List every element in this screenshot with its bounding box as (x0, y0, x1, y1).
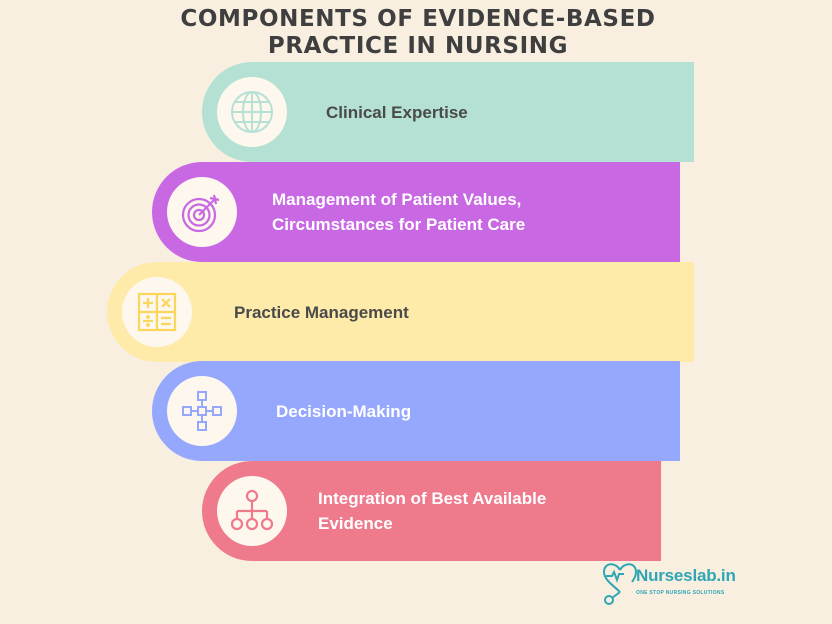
title-line-2: PRACTICE IN NURSING (267, 33, 569, 59)
icon-circle (217, 476, 287, 546)
stethoscope-heart-icon (602, 563, 638, 605)
hierarchy-icon (230, 489, 274, 531)
component-label: Clinical Expertise (326, 102, 468, 122)
component-label: Decision-Making (276, 401, 412, 421)
icon-circle (167, 376, 237, 446)
label-line-1: Management of Patient Values, (272, 190, 522, 209)
component-practice-management: Practice Management (107, 262, 694, 362)
component-patient-values: Management of Patient Values, Circumstan… (152, 162, 680, 262)
target-icon (181, 194, 220, 233)
label-line-2: Evidence (318, 514, 393, 533)
label-line-2: Circumstances for Patient Care (272, 215, 526, 234)
icon-circle (167, 177, 237, 247)
globe-icon (231, 91, 273, 133)
icon-circle (217, 77, 287, 147)
component-clinical-expertise: Clinical Expertise (202, 62, 694, 162)
label-line-1: Integration of Best Available (318, 489, 547, 508)
component-best-evidence: Integration of Best Available Evidence (202, 461, 661, 561)
icon-circle (122, 277, 192, 347)
component-label: Integration of Best Available Evidence (318, 461, 546, 561)
component-decision-making: Decision-Making (152, 361, 680, 461)
logo-name: Nurseslab.in (636, 566, 736, 585)
component-label: Management of Patient Values, Circumstan… (272, 162, 525, 262)
calculator-icon (137, 292, 177, 332)
nurseslab-logo: Nurseslab.in ONE STOP NURSING SOLUTIONS (600, 560, 740, 610)
logo-tagline: ONE STOP NURSING SOLUTIONS (636, 590, 725, 596)
title-line-1: COMPONENTS OF EVIDENCE-BASED (180, 6, 656, 32)
component-label: Practice Management (234, 302, 409, 322)
flowchart-icon (182, 391, 222, 431)
page-title: COMPONENTS OF EVIDENCE-BASED PRACTICE IN… (0, 6, 832, 60)
